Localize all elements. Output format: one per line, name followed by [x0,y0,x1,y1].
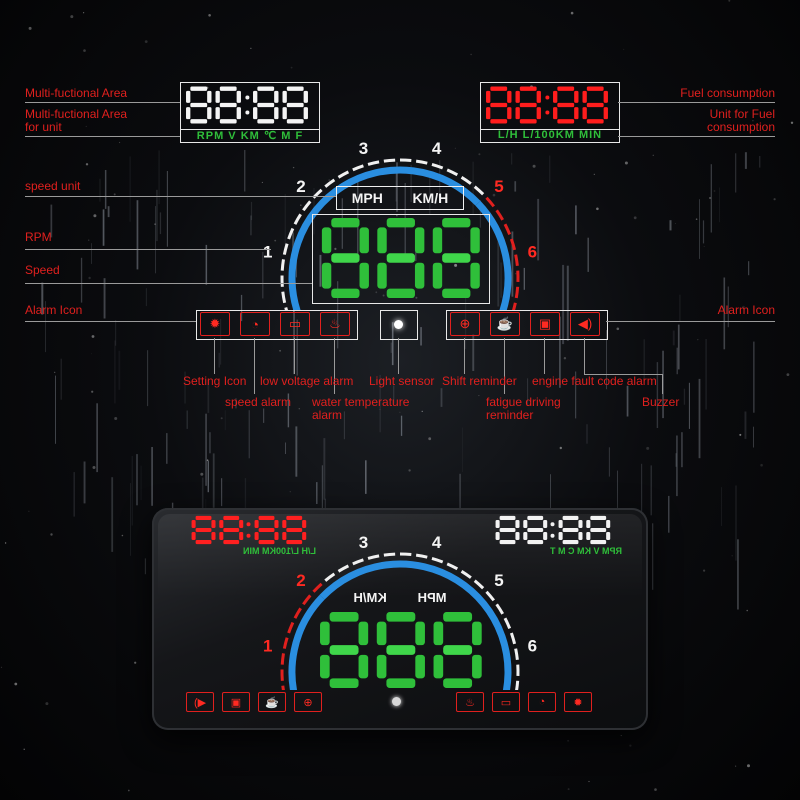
engine-fault-leader [544,338,545,374]
device-rpm-dial: 01234567 [263,533,537,690]
coffee-cup-icon: ☕ [490,312,520,336]
device-multi-digits [495,515,611,545]
multi-function-digits [182,84,316,126]
speed-unit-box: MPH KM/H [336,186,464,210]
device-mph-label: MPH [417,590,447,605]
dial-number: 3 [359,139,368,158]
device-gear-icon: ✹ [564,692,592,712]
low-voltage-label: low voltage alarm [260,374,354,388]
device-light-sensor-icon [392,697,401,706]
device-kmh-label: KM/H [353,590,387,605]
speed-leader [25,283,312,284]
water-temp-label: water temperature alarm [312,395,410,422]
buzzer-leader-c [662,374,663,394]
fuel-unit-label: Unit for Fuel consumption [706,107,775,134]
low-voltage-leader [294,338,295,374]
speed-digits [321,218,480,298]
fuel-leader [618,102,775,103]
setting-leader [214,338,215,374]
alarm-right-leader [606,321,775,322]
speed-unit-leader [25,196,336,197]
fatigue-leader [504,338,505,394]
right-alarm-group [446,310,608,340]
dial-number: 5 [494,571,503,590]
device-shift-icon: ⊕ [294,692,322,712]
fuel-units: L/H L/100KM MIN [480,128,620,143]
light-leader [398,338,399,374]
dial-number: 4 [432,533,442,552]
device-battery-icon: ▭ [492,692,520,712]
dial-number: 6 [528,636,537,655]
setting-icon-label: Setting Icon [183,374,247,388]
device-speedometer-icon: ◔ [528,692,556,712]
multi-function-digit-box [180,82,320,130]
dial-number: 5 [494,177,503,196]
speed-label: Speed [25,263,60,277]
multi-area-label: Multi-fuctional Area [25,86,128,100]
multi-area-leader [25,102,180,103]
engine-icon: ▣ [530,312,560,336]
rpm-label: RPM [25,230,52,244]
multi-unit-label: Multi-fuctional Area for unit [25,107,128,134]
fuel-digits [482,84,616,126]
speaker-icon: ◀) [570,312,600,336]
light-sensor-icon [394,320,403,329]
engine-fault-label: engine fault code alarm [532,374,657,388]
fuel-label: Fuel consumption [680,86,775,100]
multi-unit-leader [25,136,180,137]
device-engine-icon: ▣ [222,692,250,712]
multi-function-units: RPM V KM ℃ M F [180,128,320,143]
battery-icon: ▭ [280,312,310,336]
dial-number: 3 [359,533,368,552]
speedometer-icon: ◔ [240,312,270,336]
gear-icon: ✹ [200,312,230,336]
device-speed-digits [320,612,482,688]
rpm-leader [25,249,271,250]
device-speed-units: MPH KM/H [338,590,462,605]
alarm-left-label: Alarm Icon [25,303,83,317]
hud-device [152,508,648,730]
buzzer-leader-b [584,374,662,375]
buzzer-label: Buzzer [642,395,680,409]
mph-label: MPH [351,190,383,206]
device-fuel-digits [191,515,307,545]
light-sensor-label: Light sensor [369,374,435,388]
water-temp-leader [334,338,335,394]
speed-unit-label: speed unit [25,179,81,193]
kmh-label: KM/H [412,190,449,206]
shift-reminder-label: Shift reminder [442,374,517,388]
device-coffee-cup-icon: ☕ [258,692,286,712]
fatigue-label: fatigue driving reminder [486,395,561,422]
dial-number: 4 [432,139,442,158]
dial-number: 2 [296,177,305,196]
alarm-left-leader [25,321,196,322]
device-thermometer-icon: ♨ [456,692,484,712]
buzzer-leader-a [584,338,585,374]
device-speaker-icon: (▶ [186,692,214,712]
dial-number: 2 [296,571,305,590]
fuel-unit-leader [618,136,775,137]
dial-number: 1 [263,242,272,261]
fuel-digit-box [480,82,620,130]
alarm-right-label: Alarm Icon [717,303,775,317]
shift-leader [464,338,465,374]
speed-alarm-label: speed alarm [225,395,292,409]
thermometer-icon: ♨ [320,312,350,336]
dial-number: 1 [263,636,272,655]
speed-digit-box [312,214,490,304]
dial-number: 6 [528,242,537,261]
light-sensor-box [380,310,418,340]
speed-alarm-leader [254,338,255,394]
left-alarm-group [196,310,358,340]
shift-icon: ⊕ [450,312,480,336]
